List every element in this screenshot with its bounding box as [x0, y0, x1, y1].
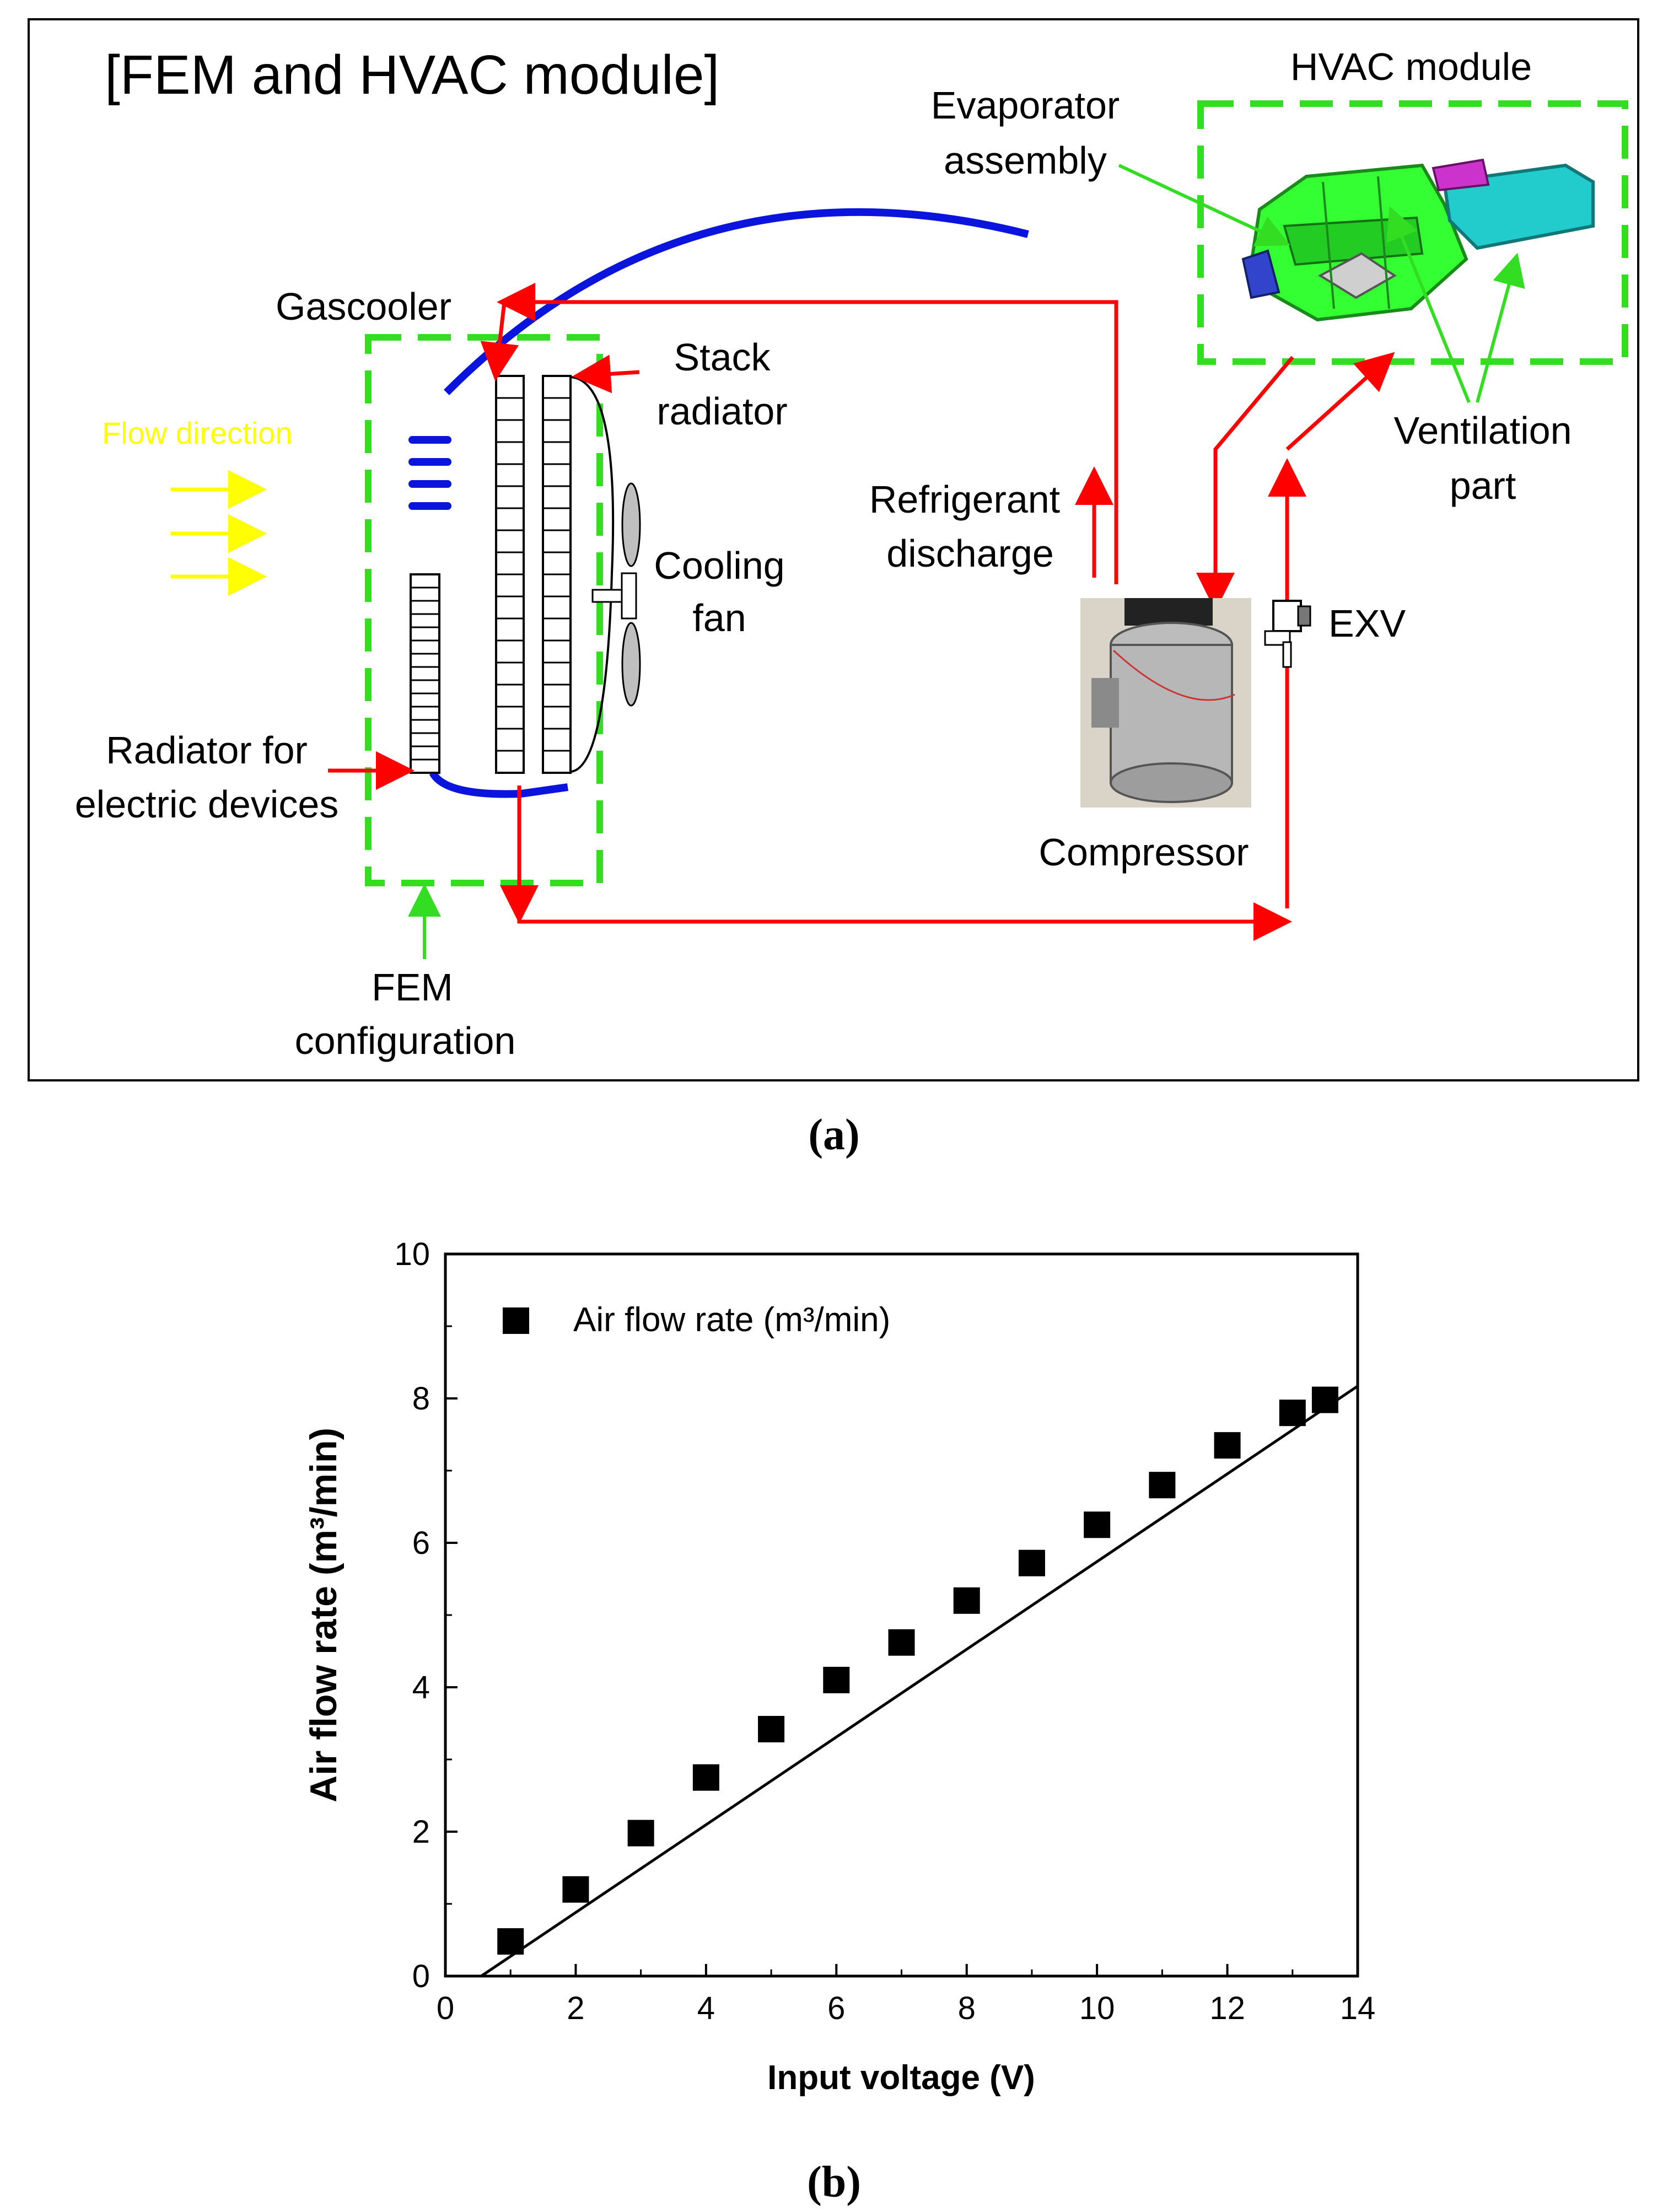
- y-tick-label: 6: [412, 1525, 430, 1561]
- x-tick-label: 0: [437, 1990, 454, 2026]
- label-radiator-elec-1: Radiator for: [106, 729, 308, 772]
- x-tick-label: 2: [567, 1990, 584, 2026]
- data-point: [692, 1764, 719, 1791]
- label-fem-1: FEM: [372, 966, 453, 1009]
- data-point: [1214, 1432, 1241, 1459]
- data-point: [1311, 1386, 1338, 1413]
- label-evaporator-2: assembly: [944, 139, 1107, 182]
- label-refrigerant-2: discharge: [886, 532, 1054, 575]
- label-exv: EXV: [1328, 602, 1406, 645]
- x-tick-label: 4: [697, 1990, 715, 2026]
- data-point: [497, 1928, 524, 1955]
- label-fem-2: configuration: [295, 1019, 516, 1062]
- fit-line-path: [480, 1385, 1359, 1978]
- y-tick-label: 0: [412, 1958, 430, 1994]
- y-tick-label: 4: [412, 1670, 430, 1705]
- coolant-line-top: [444, 208, 1029, 395]
- label-flow-direction: Flow direction: [102, 416, 292, 450]
- legend: Air flow rate (m³/min): [503, 1301, 890, 1339]
- y-tick-label: 2: [412, 1814, 430, 1850]
- data-point: [823, 1666, 850, 1693]
- label-cooling-1: Cooling: [654, 544, 784, 587]
- axis-ticks: 0 2 4 6 8 10 12 14 0 2 4 6 8 10: [394, 1236, 1375, 2026]
- x-tick-label: 10: [1079, 1990, 1115, 2026]
- data-point: [758, 1715, 785, 1742]
- exv-valve-icon: [1264, 600, 1311, 668]
- coolant-short-lines: [408, 436, 451, 510]
- data-point: [888, 1629, 915, 1656]
- label-stack-2: radiator: [657, 390, 787, 433]
- panel-a-labels: HVAC module Evaporator assembly Gascoole…: [75, 45, 1572, 1062]
- panel-a-diagram: [FEM and HVAC module]: [28, 18, 1639, 1159]
- y-axis-label: Air flow rate (m³/min): [303, 1428, 345, 1802]
- label-ventilation-2: part: [1450, 464, 1516, 507]
- label-cooling-2: fan: [692, 596, 746, 639]
- data-point: [1018, 1549, 1045, 1576]
- data-point: [1149, 1472, 1176, 1499]
- cooling-fan-icon: [591, 482, 641, 707]
- data-point: [1279, 1400, 1306, 1427]
- compressor-image: [1080, 598, 1251, 808]
- hvac-module-unit: [1241, 158, 1595, 322]
- x-axis-label: Input voltage (V): [767, 2059, 1035, 2097]
- panel-a-title: [FEM and HVAC module]: [105, 44, 719, 106]
- x-tick-label: 8: [958, 1990, 976, 2026]
- label-stack-1: Stack: [674, 336, 771, 379]
- plot-frame: [444, 1252, 1359, 1978]
- label-gascooler: Gascooler: [276, 285, 451, 328]
- gascooler-core: [495, 375, 525, 774]
- data-point: [562, 1876, 589, 1903]
- x-tick-label: 12: [1209, 1990, 1245, 2026]
- label-radiator-elec-2: electric devices: [75, 783, 339, 826]
- y-tick-label: 10: [394, 1236, 430, 1272]
- legend-label: Air flow rate (m³/min): [573, 1301, 890, 1339]
- panel-b-chart: 0 2 4 6 8 10 12 14 0 2 4 6 8 10 Air flow rate (m³/min…: [303, 1236, 1375, 2206]
- electric-devices-radiator: [410, 573, 440, 774]
- fem-boundary: [365, 334, 603, 886]
- flow-direction-arrows: [171, 470, 267, 596]
- y-tick-label: 8: [412, 1381, 430, 1417]
- hvac-boundary: [1197, 100, 1628, 365]
- legend-marker: [503, 1307, 529, 1334]
- coolant-line-bottom: [429, 771, 568, 798]
- label-evaporator-1: Evaporator: [931, 84, 1120, 127]
- label-compressor: Compressor: [1039, 831, 1249, 874]
- x-tick-label: 14: [1340, 1990, 1376, 2026]
- data-point: [953, 1587, 980, 1614]
- fan-shroud: [570, 376, 615, 773]
- data-point: [627, 1820, 654, 1847]
- refrigerant-circuit: [328, 283, 1395, 941]
- green-pointers: [408, 164, 1525, 959]
- data-points: [497, 1386, 1338, 1955]
- panel-b-caption: (b): [807, 2158, 861, 2206]
- label-hvac-module: HVAC module: [1290, 45, 1532, 88]
- x-tick-label: 6: [827, 1990, 845, 2026]
- data-point: [1084, 1511, 1111, 1538]
- panel-a-caption: (a): [808, 1111, 859, 1159]
- label-ventilation-1: Ventilation: [1393, 409, 1572, 452]
- stack-radiator-core: [542, 375, 572, 774]
- fit-line: [480, 1385, 1359, 1978]
- label-refrigerant-1: Refrigerant: [869, 478, 1060, 521]
